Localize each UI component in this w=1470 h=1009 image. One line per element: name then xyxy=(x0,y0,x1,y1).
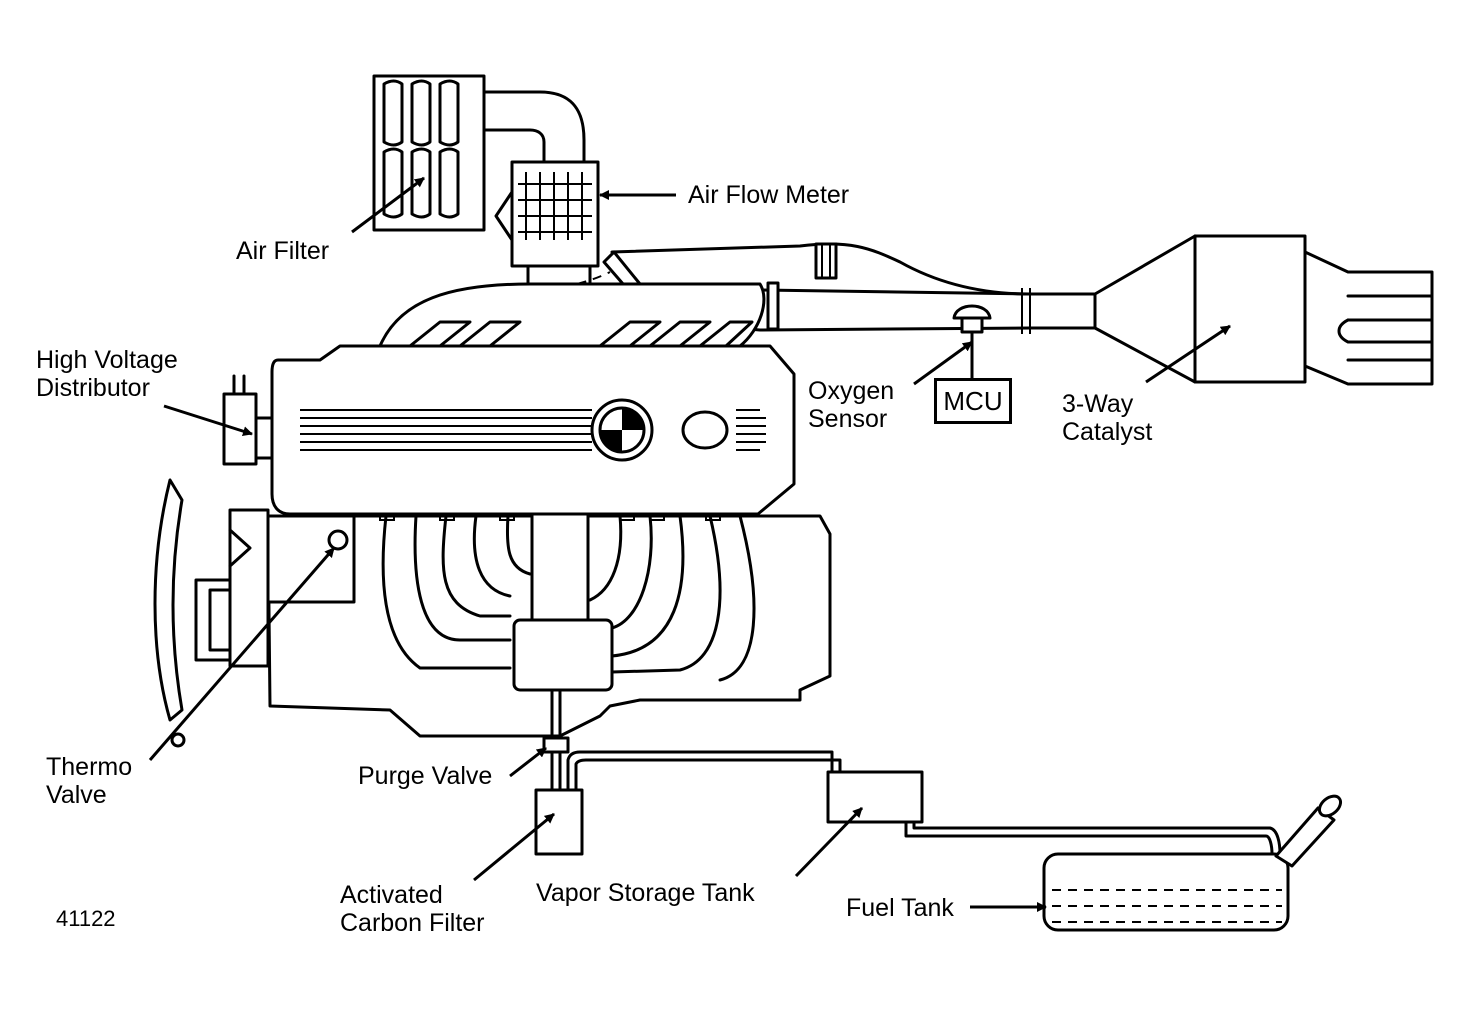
label-o2-line1: Oxygen xyxy=(808,377,895,405)
oxygen-sensor-part xyxy=(952,304,992,380)
vapor-tank-part xyxy=(826,770,924,824)
label-oxygen-sensor: Oxygen Sensor xyxy=(808,377,894,433)
intake-manifold xyxy=(378,282,766,348)
figure-code: 41122 xyxy=(56,906,116,931)
label-carbon-line1: Activated xyxy=(340,881,443,909)
label-carbon-line2: Carbon Filter xyxy=(340,909,485,937)
label-thermo-valve: Thermo Valve xyxy=(46,753,132,809)
label-hv-line1: High Voltage xyxy=(36,346,178,374)
label-hv-line2: Distributor xyxy=(36,374,150,402)
label-air-filter: Air Filter xyxy=(236,237,330,265)
label-fuel-tank: Fuel Tank xyxy=(846,894,954,922)
purge-valve-part xyxy=(542,736,570,754)
label-3way-catalyst: 3-Way Catalyst xyxy=(1062,390,1152,446)
label-cat-line1: 3-Way xyxy=(1062,390,1134,418)
pointer-arrows xyxy=(148,176,1231,912)
fan-pulley xyxy=(153,478,232,748)
distributor-part xyxy=(222,374,274,466)
label-thermo-line2: Valve xyxy=(46,781,107,809)
valve-cover xyxy=(270,344,796,516)
catalyst-body xyxy=(1193,234,1307,384)
label-cat-line2: Catalyst xyxy=(1062,418,1153,446)
label-purge-valve: Purge Valve xyxy=(358,762,493,790)
label-high-voltage-distributor: High Voltage Distributor xyxy=(36,346,178,402)
thermo-valve-port xyxy=(327,529,349,551)
label-o2-line2: Sensor xyxy=(808,405,888,433)
label-vapor-storage-tank: Vapor Storage Tank xyxy=(536,879,755,907)
fuel-tank-part xyxy=(1042,852,1290,932)
label-thermo-line1: Thermo xyxy=(46,753,133,781)
label-activated-carbon-filter: Activated Carbon Filter xyxy=(340,881,485,937)
label-air-flow-meter: Air Flow Meter xyxy=(688,181,850,209)
mcu-box: MCU xyxy=(934,378,1012,424)
air-flow-meter-part xyxy=(494,160,600,288)
air-filter-part xyxy=(372,74,586,232)
evap-system xyxy=(534,688,1343,932)
